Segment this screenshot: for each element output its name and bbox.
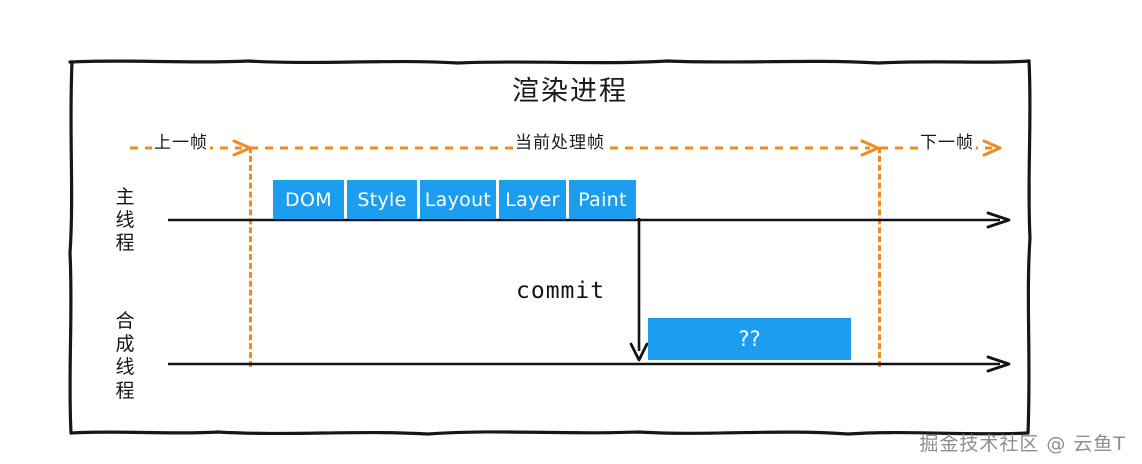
main-thread-timeline-axis [168,211,1013,229]
current-frame-label: 当前处理帧 [513,128,607,153]
pipeline-stage-label: DOM [285,188,332,211]
pipeline-stage-dom[interactable]: DOM [273,180,344,219]
lane-label-char: 线 [115,356,135,379]
prev-frame-label: 上一帧 [152,128,210,153]
commit-arrow-icon [628,218,650,362]
watermark: 掘金技术社区 @ 云鱼T [919,433,1126,455]
pipeline-stage-label: Layout [424,188,492,211]
compositor-task-box[interactable]: ?? [648,318,851,360]
frame-boundary-left [249,147,252,367]
diagram-title: 渲染进程 [512,76,628,107]
pipeline-stage-layout[interactable]: Layout [420,180,496,219]
compositor-task-label: ?? [738,327,761,351]
commit-label: commit [516,278,606,304]
pipeline-stage-layer[interactable]: Layer [499,180,566,219]
next-frame-label: 下一帧 [918,128,976,153]
lane-label-char: 线 [115,209,135,232]
frame-boundary-right [878,147,881,367]
pipeline-stage-label: Paint [578,188,627,211]
lane-label-char: 成 [115,333,135,356]
lane-label-main-thread: 主 线 程 [112,186,138,256]
lane-label-char: 程 [115,232,135,255]
lane-label-char: 合 [115,310,135,332]
sketch-frame-border [68,58,1032,436]
lane-label-compositor-thread: 合 成 线 程 [112,310,138,403]
pipeline-stage-label: Style [357,188,407,211]
lane-label-char: 程 [115,379,135,402]
pipeline-stage-style[interactable]: Style [347,180,417,219]
pipeline-stage-label: Layer [505,188,560,211]
pipeline-stage-paint[interactable]: Paint [569,180,636,219]
compositor-thread-timeline-axis [168,355,1013,373]
lane-label-char: 主 [115,186,135,208]
